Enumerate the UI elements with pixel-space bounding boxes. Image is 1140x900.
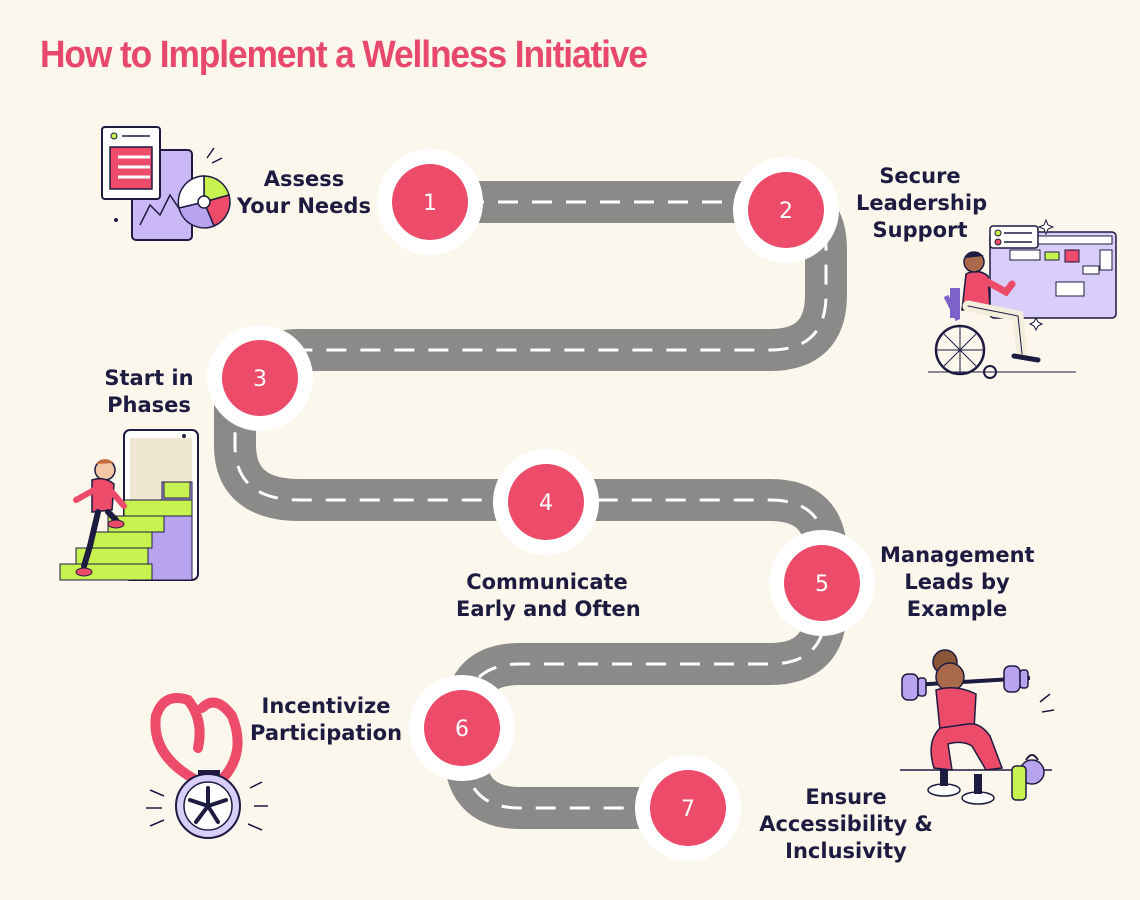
step-label-line: Ensure [805,785,887,809]
step-marker-5: 5 [769,530,875,636]
step-marker-7: 7 [635,755,741,861]
step-label-3: Start in Phases [104,365,194,419]
step-label-line: Assess [263,167,345,191]
step-marker-2: 2 [733,157,839,263]
step-marker-disc [424,690,500,766]
step-number: 2 [779,199,793,224]
step-marker-disc [748,172,824,248]
step-number: 4 [539,491,553,516]
stair-climber-illustration [59,429,199,581]
step-markers: 1 2 3 4 5 6 7 [207,149,875,861]
step-label-line: Participation [250,721,403,745]
weightlifter-illustration [900,649,1055,805]
step-label-line: Inclusivity [785,839,907,863]
step-label-line: Support [872,218,968,242]
step-label-line: Communicate [466,570,628,594]
step-number: 1 [423,191,437,216]
step-marker-disc [508,464,584,540]
step-number: 5 [815,572,829,597]
step-label-line: Phases [107,393,191,417]
step-marker-disc [392,164,468,240]
needs-assessment-illustration [101,126,231,241]
step-label-line: Example [906,597,1008,621]
infographic-title: How to Implement a Wellness Initiative [40,34,648,76]
medal-illustration [146,693,268,839]
step-marker-1: 1 [377,149,483,255]
step-label-line: Incentivize [261,694,391,718]
step-label-line: Your Needs [237,194,371,218]
step-marker-4: 4 [493,449,599,555]
step-marker-6: 6 [409,675,515,781]
step-marker-disc [650,770,726,846]
step-label-line: Leads by [904,570,1010,594]
step-label-line: Secure [879,164,961,188]
wheelchair-presenter-illustration [928,218,1117,379]
step-marker-disc [222,340,298,416]
step-label-line: Start in [104,366,194,390]
step-label-line: Management [880,543,1035,567]
step-label-line: Leadership [856,191,988,215]
step-number: 3 [253,367,267,392]
step-marker-disc [784,545,860,621]
step-number: 6 [455,717,469,742]
step-marker-3: 3 [207,325,313,431]
step-label-line: Early and Often [456,597,641,621]
step-number: 7 [681,797,695,822]
step-label-line: Accessibility & [759,812,933,836]
